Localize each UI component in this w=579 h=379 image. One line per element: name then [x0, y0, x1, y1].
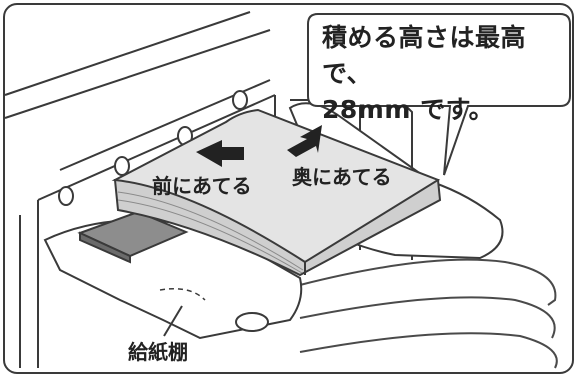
arrow-up-right-icon [287, 125, 322, 157]
label-push-front: 前にあてる [152, 174, 252, 198]
callout-bubble [307, 13, 571, 176]
tray-leader [163, 305, 183, 337]
label-feed-tray: 給紙棚 [128, 340, 188, 364]
label-push-back: 奥にあてる [292, 165, 392, 189]
callout-line-2: 28mm です。 [322, 95, 495, 124]
callout-text: 積める高さは最高で、 28mm です。 [308, 12, 566, 124]
arrow-left-icon [196, 140, 244, 167]
output-trays [299, 258, 558, 369]
rollers [58, 90, 248, 206]
callout-line-1: 積める高さは最高で、 [322, 23, 527, 88]
paper-guide [77, 210, 189, 264]
paper-stack [111, 108, 442, 277]
